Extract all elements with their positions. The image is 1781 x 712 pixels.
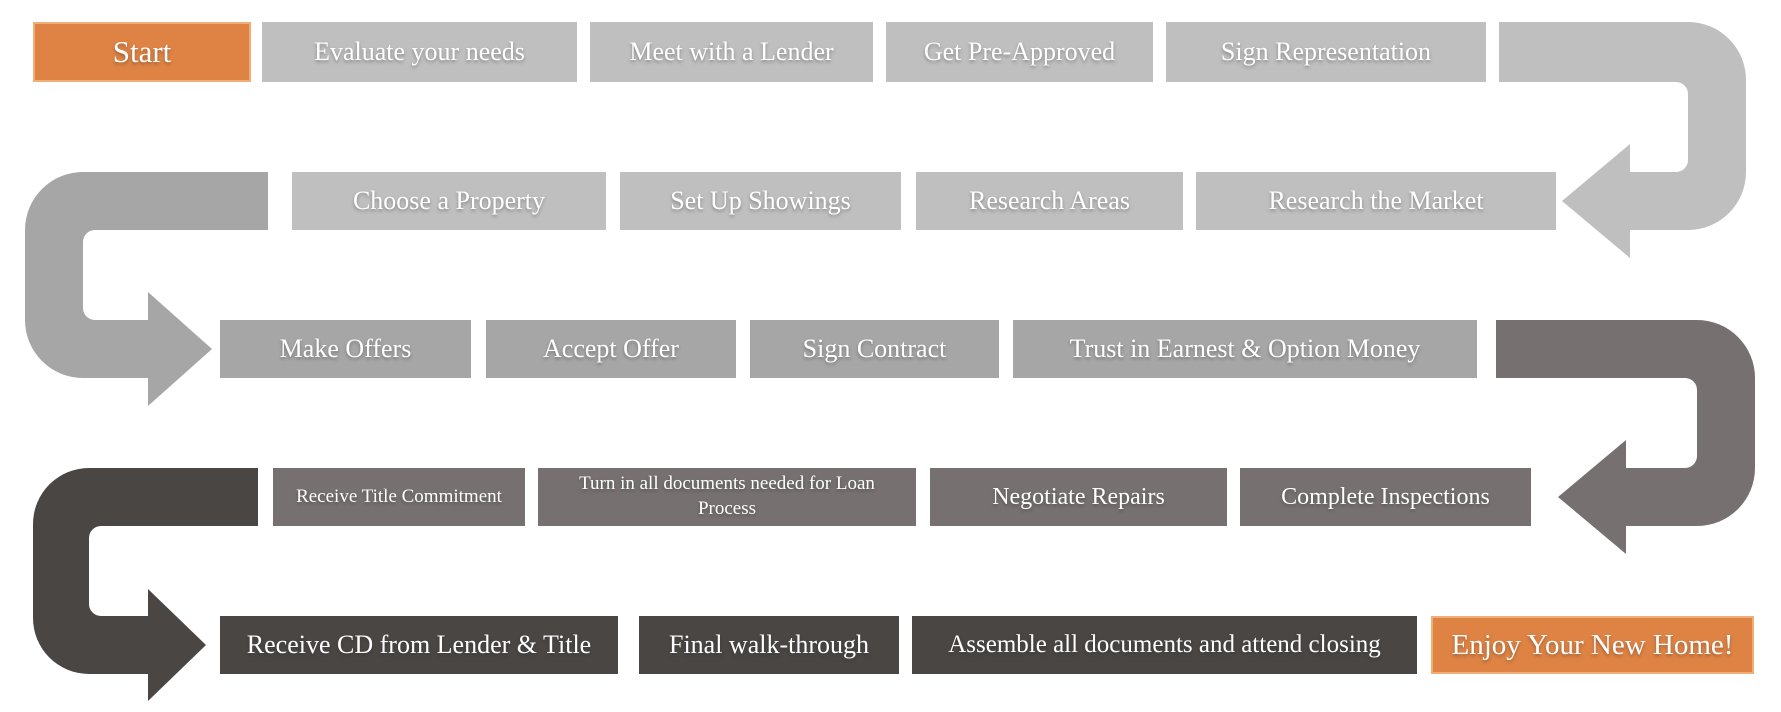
step-final-walk-through-label: Final walk-through <box>668 630 870 660</box>
step-receive-title-commitment: Receive Title Commitment <box>273 468 525 526</box>
step-set-up-showings-label: Set Up Showings <box>670 186 851 216</box>
step-turn-in-all-documents-label: Turn in all documents needed for Loan Pr… <box>579 473 875 519</box>
step-set-up-showings: Set Up Showings <box>620 172 901 230</box>
step-trust-in-earnest-and-option-money-label: Trust in Earnest & Option Money <box>1069 334 1421 364</box>
step-sign-representation-label: Sign Representation <box>1220 37 1432 67</box>
step-make-offers: Make Offers <box>220 320 471 378</box>
step-get-pre-approved-label: Get Pre-Approved <box>923 37 1116 67</box>
arrow-row2-to-row3-icon <box>25 172 268 406</box>
step-start: Start <box>33 22 251 82</box>
step-negotiate-repairs-label: Negotiate Repairs <box>992 483 1165 510</box>
step-negotiate-repairs: Negotiate Repairs <box>930 468 1227 526</box>
step-assemble-documents-attend-closing-label: Assemble all documents and attend closin… <box>948 631 1381 658</box>
step-start-label: Start <box>112 34 172 70</box>
step-receive-title-commitment-label: Receive Title Commitment <box>296 485 502 507</box>
arrow-row3-to-row4-icon <box>1496 320 1755 554</box>
step-receive-cd-from-lender-and-title: Receive CD from Lender & Title <box>220 616 618 674</box>
step-complete-inspections-label: Complete Inspections <box>1281 483 1490 510</box>
step-research-areas-label: Research Areas <box>969 186 1130 216</box>
step-accept-offer: Accept Offer <box>486 320 736 378</box>
step-sign-contract-label: Sign Contract <box>802 334 947 364</box>
step-assemble-documents-attend-closing: Assemble all documents and attend closin… <box>912 616 1417 674</box>
step-turn-in-all-documents: Turn in all documents needed for Loan Pr… <box>538 468 916 526</box>
step-get-pre-approved: Get Pre-Approved <box>886 22 1153 82</box>
step-sign-contract: Sign Contract <box>750 320 999 378</box>
step-evaluate-your-needs-label: Evaluate your needs <box>314 37 525 67</box>
step-complete-inspections: Complete Inspections <box>1240 468 1531 526</box>
step-enjoy-your-new-home-label: Enjoy Your New Home! <box>1451 628 1734 661</box>
step-choose-a-property: Choose a Property <box>292 172 606 230</box>
step-meet-with-a-lender-label: Meet with a Lender <box>629 37 834 67</box>
step-meet-with-a-lender: Meet with a Lender <box>590 22 873 82</box>
step-receive-cd-from-lender-and-title-label: Receive CD from Lender & Title <box>246 630 592 660</box>
step-enjoy-your-new-home: Enjoy Your New Home! <box>1431 616 1754 674</box>
step-evaluate-your-needs: Evaluate your needs <box>262 22 577 82</box>
arrow-row1-to-row2-icon <box>1499 22 1746 258</box>
step-trust-in-earnest-and-option-money: Trust in Earnest & Option Money <box>1013 320 1477 378</box>
step-accept-offer-label: Accept Offer <box>543 334 679 364</box>
step-research-the-market-label: Research the Market <box>1268 186 1484 216</box>
step-final-walk-through: Final walk-through <box>639 616 899 674</box>
step-choose-a-property-label: Choose a Property <box>352 186 546 216</box>
step-make-offers-label: Make Offers <box>279 334 412 364</box>
step-research-the-market: Research the Market <box>1196 172 1556 230</box>
step-research-areas: Research Areas <box>916 172 1183 230</box>
step-sign-representation: Sign Representation <box>1166 22 1486 82</box>
arrow-row4-to-row5-icon <box>33 468 258 701</box>
